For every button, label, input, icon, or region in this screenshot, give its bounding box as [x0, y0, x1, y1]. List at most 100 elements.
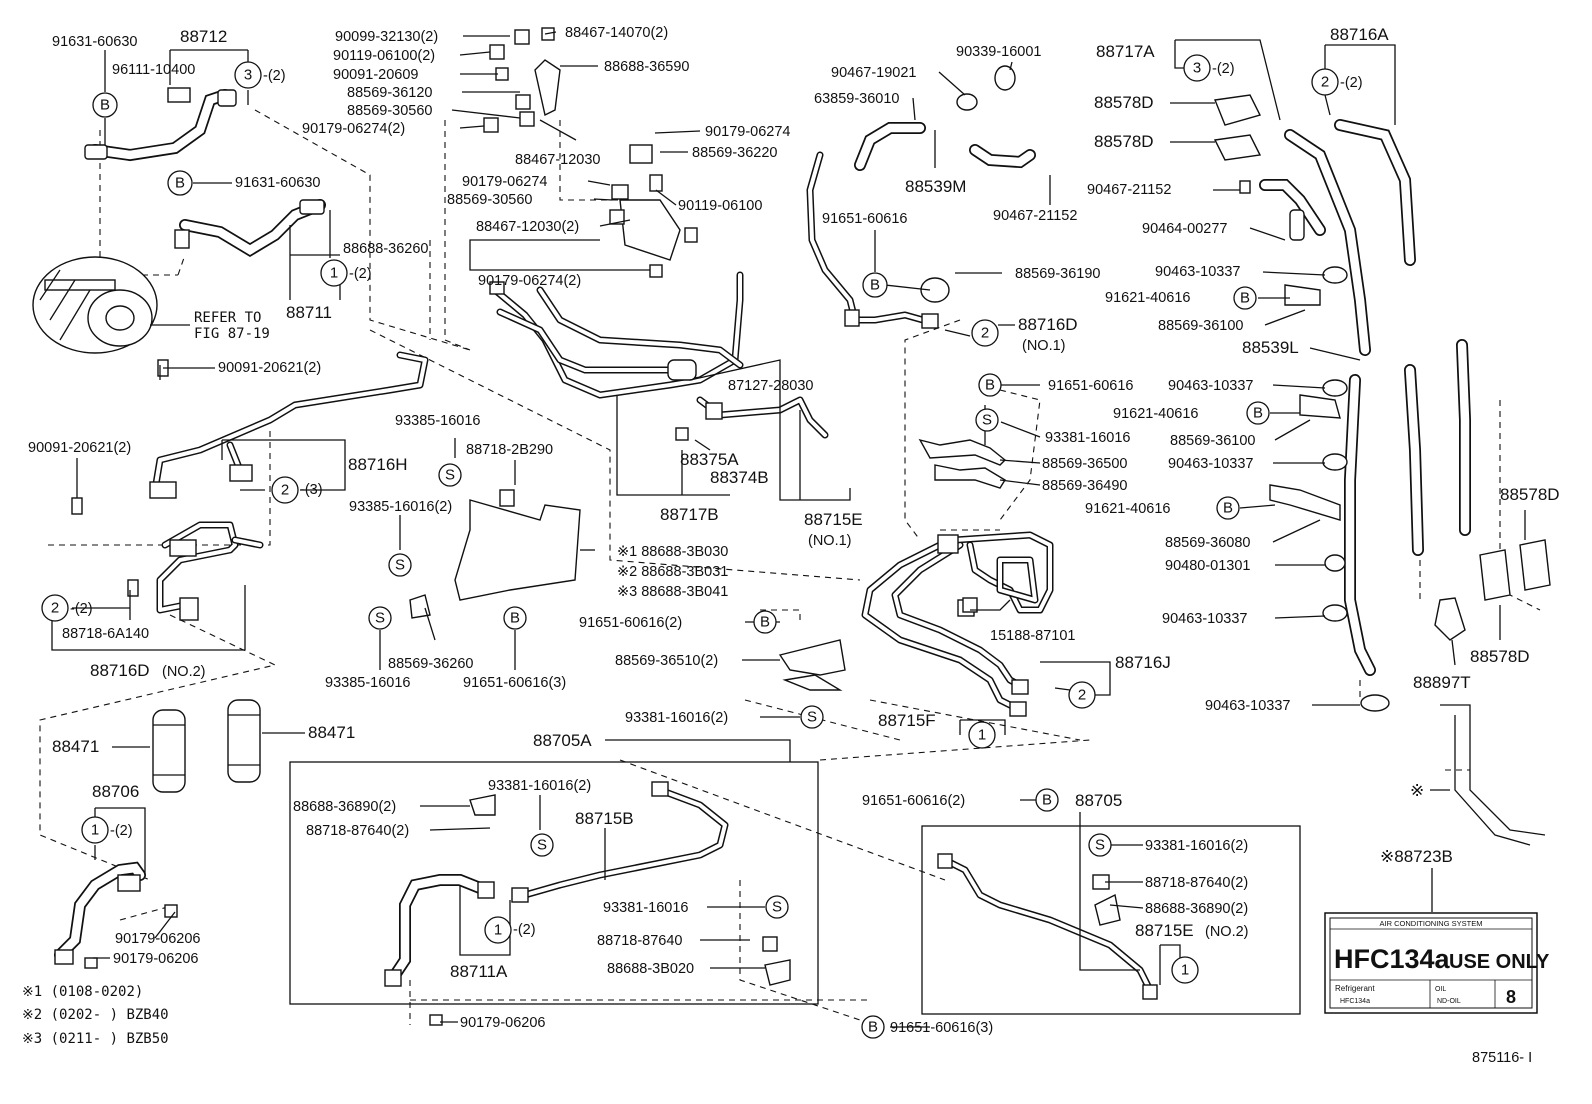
seal-symbol: S [368, 606, 392, 630]
svg-text:S: S [395, 557, 405, 574]
label-88688-36590: 88688-36590 [604, 59, 689, 75]
label-90463-10337-b: 90463-10337 [1168, 378, 1253, 394]
oring-symbol-2: 2 [1311, 68, 1339, 96]
label-note2-88688-3B031: ※2 88688-3B031 [617, 564, 728, 580]
label-88718-87640-b: 88718-87640 [597, 933, 682, 949]
label-91651-60616-3: 91651-60616(3) [463, 675, 566, 691]
label-88716D-no1: 88716D [1018, 315, 1078, 334]
label-90179-06206-b: 90179-06206 [113, 951, 198, 967]
svg-text:2: 2 [51, 600, 59, 617]
label-88716H: 88716H [348, 455, 408, 474]
label-88716A: 88716A [1330, 25, 1389, 44]
bolt-symbol: B [1216, 496, 1240, 520]
label-91621-40616-b: 91621-40616 [1113, 406, 1198, 422]
svg-text:B: B [868, 1019, 878, 1036]
label-88471-b: 88471 [308, 723, 355, 742]
label-90339-16001: 90339-16001 [956, 44, 1041, 60]
label-93381-16016: 93381-16016(2) [488, 778, 591, 794]
label-91621-40616: 91621-40616 [1105, 290, 1190, 306]
label-88715E-no1-sub: (NO.1) [808, 533, 852, 549]
label-88723B-mark: ※ [1410, 781, 1424, 800]
label-88374B: 88374B [710, 468, 769, 487]
seal-symbol: S [388, 553, 412, 577]
label-96111-10400: 96111-10400 [112, 62, 195, 78]
label-91651-60616: 91651-60616 [822, 211, 907, 227]
label-qty: -(2) [349, 266, 372, 282]
label-88715B: 88715B [575, 809, 634, 828]
label-93381-16016-d: 93381-16016(2) [625, 710, 728, 726]
plate-refrigerant-label: Refrigerant [1335, 984, 1375, 993]
label-88711A: 88711A [450, 962, 508, 981]
label-93381-16016-e: 93381-16016(2) [1145, 838, 1248, 854]
label-90091-20621-b: 90091-20621(2) [28, 440, 131, 456]
svg-text:1: 1 [330, 265, 338, 282]
small-clamps [71, 27, 1390, 1026]
plate-main-suffix: USE ONLY [1449, 951, 1550, 973]
label-88897T: 88897T [1413, 673, 1471, 692]
label-91651-60616-2b: 91651-60616(2) [862, 793, 965, 809]
label-88705A: 88705A [533, 731, 592, 750]
svg-text:B: B [870, 277, 880, 294]
label-88716D-no2-sub: (NO.2) [162, 664, 206, 680]
label-88688-36260: 88688-36260 [343, 241, 428, 257]
label-90091-20621: 90091-20621(2) [218, 360, 321, 376]
oring-symbol-2: 2 [271, 476, 299, 504]
label-15188-87101: 15188-87101 [990, 628, 1075, 644]
bolt-symbol: B [167, 170, 193, 196]
label-88715E-no1: 88715E [804, 510, 863, 529]
svg-text:B: B [175, 175, 185, 192]
label-93385-16016-c: 93385-16016 [325, 675, 410, 691]
label-qty: -(2) [513, 922, 536, 938]
label-qty: -(2) [70, 601, 93, 617]
svg-text:B: B [1253, 405, 1263, 422]
label-90179-06274: 90179-06274(2) [302, 121, 405, 137]
bolt-symbol: B [92, 92, 118, 118]
svg-text:2: 2 [981, 325, 989, 342]
label-88578D: 88578D [1094, 93, 1154, 112]
label-90467-21152: 90467-21152 [993, 208, 1077, 224]
svg-text:S: S [982, 412, 992, 429]
label-90179-06274-d: 90179-06274(2) [478, 273, 581, 289]
label-90099-32130: 90099-32130(2) [335, 29, 438, 45]
label-88467-12030: 88467-12030 [515, 152, 600, 168]
label-88715E-no2: 88715E [1135, 921, 1194, 940]
svg-text:3: 3 [244, 67, 252, 84]
label-refer-to: REFER TO [194, 310, 261, 326]
receivers [152, 699, 261, 793]
label-88578D-d: 88578D [1470, 647, 1530, 666]
svg-text:B: B [100, 97, 110, 114]
pipes [54, 89, 1471, 994]
label-87127-28030: 87127-28030 [728, 378, 813, 394]
bolt-symbol: B [503, 606, 527, 630]
plate-oil-number: 8 [1506, 987, 1516, 1007]
svg-text:B: B [760, 614, 770, 631]
label-88717A: 88717A [1096, 42, 1155, 61]
label-88578D-c: 88578D [1500, 485, 1560, 504]
seal-symbol: S [975, 408, 999, 432]
plate-main: HFC134a [1334, 944, 1451, 974]
label-90480-01301: 90480-01301 [1165, 558, 1250, 574]
bolt-symbol: B [1246, 401, 1270, 425]
svg-text:2: 2 [1078, 687, 1086, 704]
label-90463-10337-d: 90463-10337 [1162, 611, 1247, 627]
seal-symbol: S [800, 705, 824, 729]
label-88467-12030-b: 88467-12030(2) [476, 219, 579, 235]
svg-text:2: 2 [1321, 74, 1329, 91]
bolt-symbol: B [978, 373, 1002, 397]
label-88718-6A140: 88718-6A140 [62, 626, 149, 642]
label-90463-10337: 90463-10337 [1155, 264, 1240, 280]
label-88712: 88712 [180, 27, 227, 46]
label-63859-36010: 63859-36010 [814, 91, 899, 107]
svg-text:S: S [807, 709, 817, 726]
label-88569-36220: 88569-36220 [692, 145, 777, 161]
label-88716D-no1-sub: (NO.1) [1022, 338, 1066, 354]
plate-oil-value: ND-OIL [1437, 998, 1461, 1005]
assembly-box-88705A [289, 761, 819, 1005]
label-note1-88688-3B030: ※1 88688-3B030 [617, 544, 728, 560]
label-90179-06206: 90179-06206 [115, 931, 200, 947]
label-88569-36490: 88569-36490 [1042, 478, 1127, 494]
label-91621-40616-c: 91621-40616 [1085, 501, 1170, 517]
oring-symbol-3: 3 [234, 61, 262, 89]
label-93381-16016-b: 93381-16016 [603, 900, 688, 916]
label-90091-20609: 90091-20609 [333, 67, 418, 83]
